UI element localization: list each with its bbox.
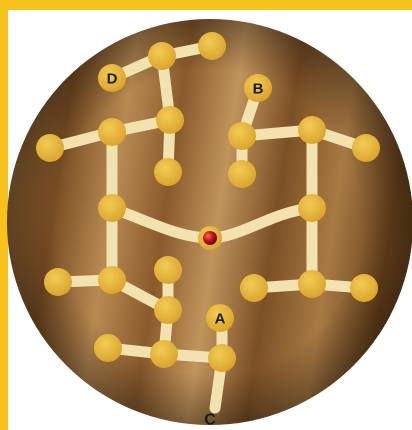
label-b: B bbox=[253, 81, 264, 98]
node bbox=[240, 274, 268, 302]
node bbox=[94, 334, 122, 362]
node bbox=[198, 32, 226, 60]
node bbox=[44, 268, 72, 296]
node bbox=[228, 122, 256, 150]
label-c: C bbox=[204, 412, 216, 429]
node bbox=[352, 134, 380, 162]
node bbox=[98, 118, 126, 146]
node bbox=[228, 160, 256, 188]
node bbox=[154, 296, 182, 324]
node bbox=[298, 116, 326, 144]
node bbox=[154, 158, 182, 186]
label-a: A bbox=[215, 311, 226, 328]
node bbox=[150, 340, 178, 368]
node bbox=[298, 270, 326, 298]
node bbox=[156, 106, 184, 134]
center-marker bbox=[198, 226, 222, 250]
node bbox=[350, 274, 378, 302]
node bbox=[154, 256, 182, 284]
node bbox=[36, 134, 64, 162]
node bbox=[98, 266, 126, 294]
node bbox=[98, 194, 126, 222]
center-marker-bead bbox=[203, 231, 217, 245]
label-d: D bbox=[107, 71, 118, 88]
label-b-group: B bbox=[244, 74, 272, 102]
node bbox=[298, 194, 326, 222]
label-d-group: D bbox=[98, 64, 126, 92]
node bbox=[208, 344, 236, 372]
label-a-group: A bbox=[206, 304, 234, 332]
node bbox=[148, 42, 176, 70]
